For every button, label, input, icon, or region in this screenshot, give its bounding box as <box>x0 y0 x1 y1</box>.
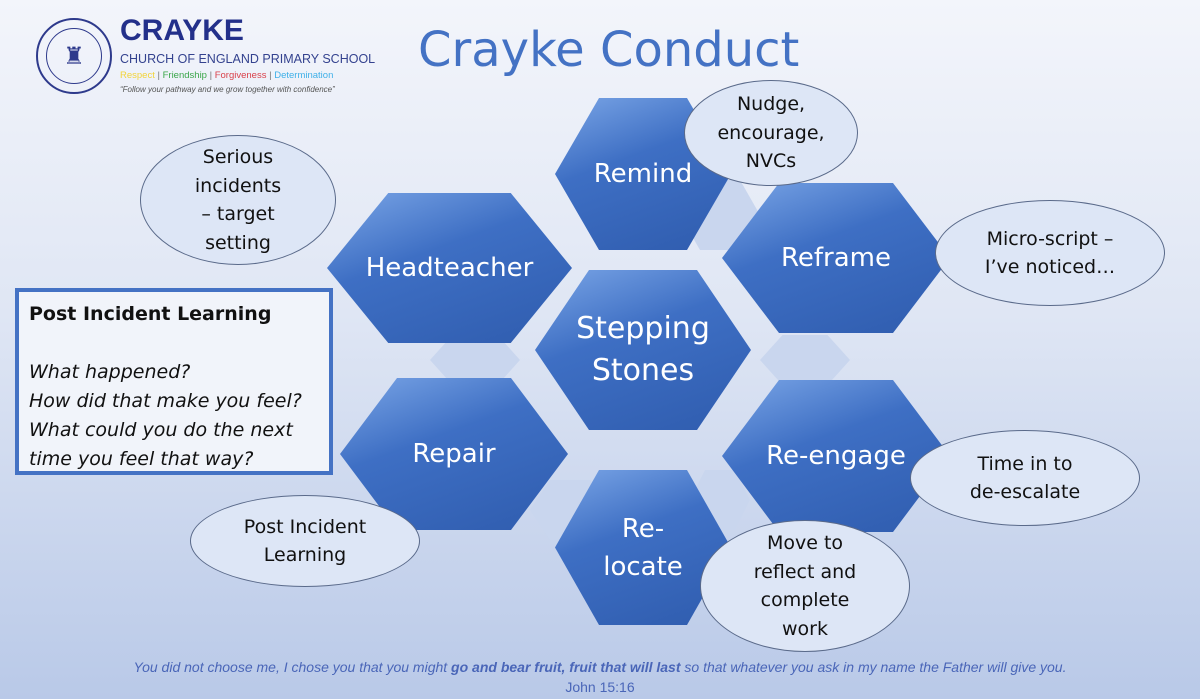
value-respect: Respect <box>120 70 155 81</box>
separator: | <box>209 70 213 81</box>
post-incident-learning-box: Post Incident Learning What happened? Ho… <box>15 288 333 475</box>
box-heading: Post Incident Learning <box>29 303 272 325</box>
hex-headteacher: Headteacher <box>327 193 572 343</box>
cloud-relocate: Move to reflect and complete work <box>700 520 910 652</box>
separator: | <box>269 70 272 81</box>
value-determination: Determination <box>274 70 334 81</box>
separator: | <box>157 70 160 81</box>
school-motto: “Follow your pathway and we grow togethe… <box>120 85 335 94</box>
hex-stepping-stones: Stepping Stones <box>535 270 751 430</box>
verse-reference: John 15:16 <box>565 679 635 695</box>
box-question: How did that make you feel? <box>29 390 302 412</box>
bible-verse: You did not choose me, I chose you that … <box>0 659 1200 675</box>
page-title: Crayke Conduct <box>418 22 800 78</box>
school-subtitle: CHURCH OF ENGLAND PRIMARY SCHOOL <box>120 52 376 66</box>
cloud-headteacher: Serious incidents – target setting <box>140 135 336 265</box>
hex-reengage: Re-engage <box>722 380 950 532</box>
school-values: Respect | Friendship | Forgiveness | Det… <box>120 70 333 81</box>
cloud-reframe: Micro-script – I’ve noticed… <box>935 200 1165 306</box>
school-crest-logo: ♜ <box>36 18 112 94</box>
cloud-remind: Nudge, encourage, NVCs <box>684 80 858 186</box>
cloud-repair: Post Incident Learning <box>190 495 420 587</box>
value-forgiveness: Forgiveness <box>214 70 267 81</box>
box-question: What happened? <box>29 361 191 383</box>
school-name: CRAYKE <box>120 14 244 47</box>
verse-text: You did not choose me, I chose you that … <box>133 659 452 675</box>
box-question: What could you do the next time you feel… <box>29 419 293 470</box>
verse-text: so that whatever you ask in my name the … <box>680 659 1067 675</box>
hex-reframe: Reframe <box>722 183 950 333</box>
cloud-reengage: Time in to de-escalate <box>910 430 1140 526</box>
verse-emphasis: go and bear fruit, fruit that will last <box>451 659 681 675</box>
castle-icon: ♜ <box>46 28 102 84</box>
value-friendship: Friendship <box>162 70 207 81</box>
